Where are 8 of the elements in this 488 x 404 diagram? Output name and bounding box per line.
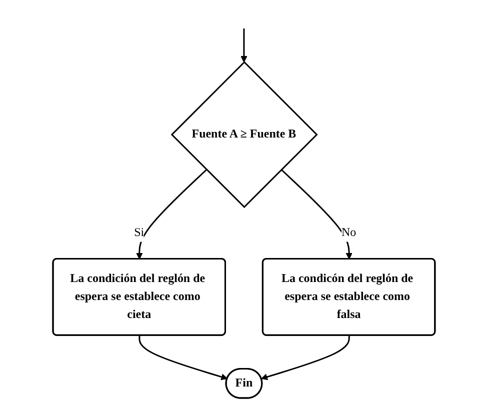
node-diamond: Fuente A ≥ Fuente B (170, 61, 318, 208)
edge-label: Si (134, 226, 144, 239)
arrow (138, 335, 228, 380)
edge-label: No (342, 226, 356, 239)
arrow (136, 169, 208, 260)
arrow (261, 335, 350, 380)
arrow (280, 169, 352, 260)
arrow (240, 28, 248, 62)
